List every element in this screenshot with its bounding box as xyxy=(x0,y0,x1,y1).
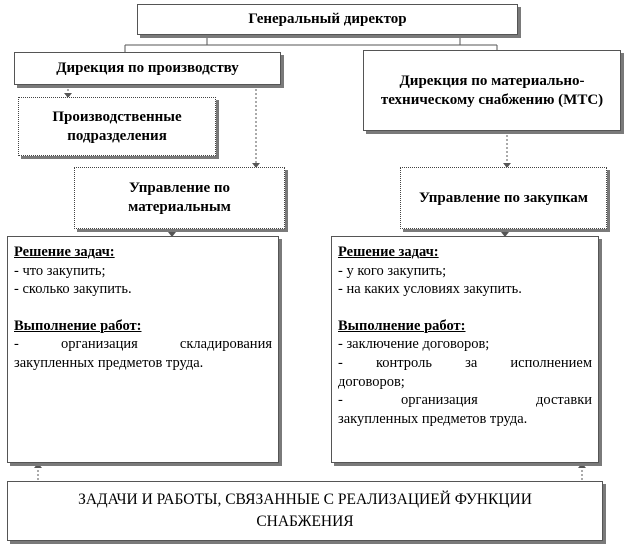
right-work-item: договоров; xyxy=(338,373,405,390)
right-work-item: - контроль за исполнением xyxy=(338,354,592,371)
left-tasks-heading: Решение задач: xyxy=(14,244,115,260)
production-directorate-label: Дирекция по производству xyxy=(56,60,239,76)
left-work-item: - организация складирования xyxy=(14,336,272,353)
spacer xyxy=(14,299,272,317)
right-task-item: - на каких условиях закупить. xyxy=(338,281,522,298)
supply-function-line2: СНАБЖЕНИЯ xyxy=(256,513,354,530)
supply-function-line1: ЗАДАЧИ И РАБОТЫ, СВЯЗАННЫЕ С РЕАЛИЗАЦИЕЙ… xyxy=(78,491,532,508)
production-units-label: Производственные подразделения xyxy=(52,108,182,144)
mts-directorate-label: Дирекция по материально-техническому сна… xyxy=(380,72,604,108)
procurement-management-box: Управление по закупкам xyxy=(400,167,607,229)
right-panel: Решение задач: - у кого закупить; - на к… xyxy=(331,236,599,463)
general-director-label: Генеральный директор xyxy=(248,11,407,27)
spacer xyxy=(338,299,592,317)
mts-directorate-box: Дирекция по материально-техническому сна… xyxy=(363,50,621,131)
right-works-heading: Выполнение работ: xyxy=(338,317,466,334)
left-task-item: - что закупить; xyxy=(14,262,106,279)
left-task-item: - сколько закупить. xyxy=(14,281,132,298)
right-work-item: - организация доставки xyxy=(338,392,592,409)
supply-function-box: ЗАДАЧИ И РАБОТЫ, СВЯЗАННЫЕ С РЕАЛИЗАЦИЕЙ… xyxy=(7,481,603,541)
right-task-item: - у кого закупить; xyxy=(338,262,447,279)
left-work-item: закупленных предметов труда. xyxy=(14,354,204,371)
procurement-management-label: Управление по закупкам xyxy=(418,189,589,206)
left-panel: Решение задач: - что закупить; - сколько… xyxy=(7,236,279,463)
right-work-item: - заключение договоров; xyxy=(338,336,490,353)
material-management-box: Управление по материальным xyxy=(74,167,285,229)
general-director-box: Генеральный директор xyxy=(137,4,518,35)
left-works-heading: Выполнение работ: xyxy=(14,317,142,334)
production-directorate-box: Дирекция по производству xyxy=(14,52,281,85)
right-tasks-heading: Решение задач: xyxy=(338,244,439,260)
production-units-box: Производственные подразделения xyxy=(18,97,216,156)
right-work-item: закупленных предметов труда. xyxy=(338,410,528,427)
material-management-label: Управление по материальным xyxy=(128,180,231,215)
